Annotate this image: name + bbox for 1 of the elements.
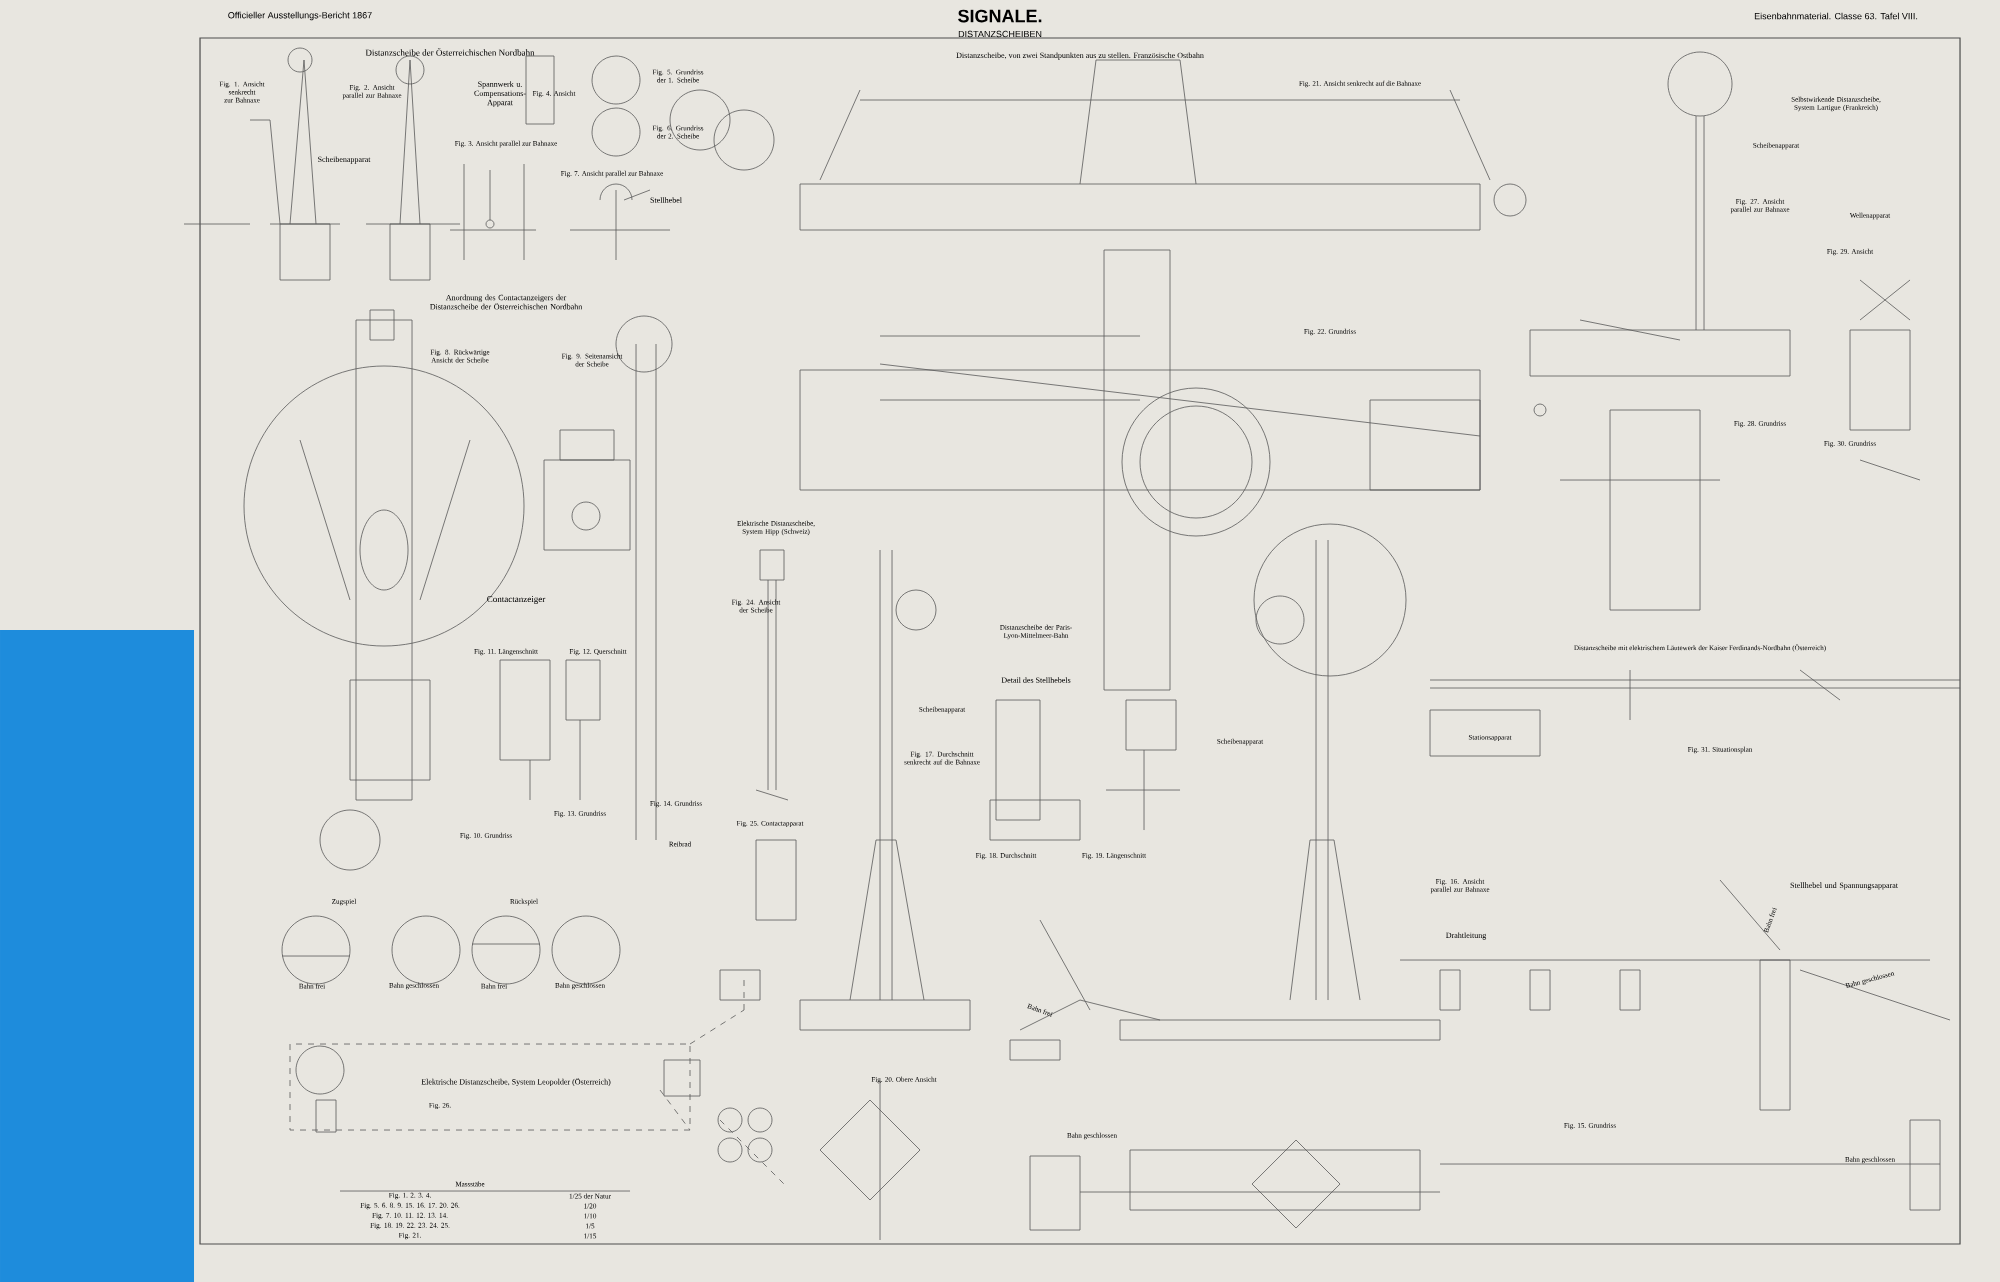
title: SIGNALE.: [958, 9, 1042, 23]
